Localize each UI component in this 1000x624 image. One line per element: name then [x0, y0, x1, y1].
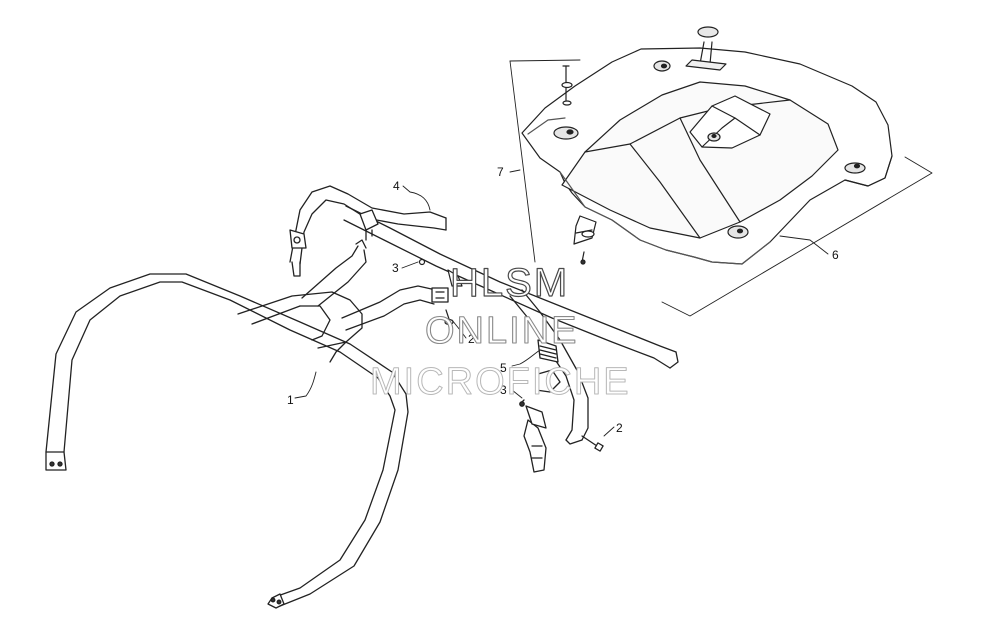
roof-bracket: [573, 215, 597, 265]
watermark-line-3: MICROFICHE: [370, 361, 631, 403]
callout-7: 7: [497, 165, 504, 179]
callout-4: 4: [393, 179, 400, 193]
upper-rops-bar: [289, 185, 679, 369]
watermark: HLSM ONLINE MICROFICHE: [370, 260, 631, 403]
rear-roll-bar: [45, 239, 449, 609]
callout-2-left: 2: [468, 332, 475, 346]
callout-3-upper: 3: [392, 261, 399, 275]
callout-numbers: 1 4 3 2 5 3 2 6 7: [287, 165, 839, 435]
callout-2-right: 2: [616, 421, 623, 435]
roof-screw: [561, 65, 573, 106]
callout-3-lower: 3: [500, 383, 507, 397]
center-hardware: [418, 258, 463, 329]
roof-panel: [521, 26, 893, 265]
watermark-line-1: HLSM: [450, 261, 569, 305]
callout-1: 1: [287, 393, 294, 407]
leader-lines: [294, 169, 829, 437]
watermark-line-2: ONLINE: [425, 310, 578, 352]
callout-6: 6: [832, 248, 839, 262]
leader-brackets: [509, 59, 933, 317]
callout-5: 5: [500, 361, 507, 375]
right-lower-bar: [509, 289, 604, 473]
